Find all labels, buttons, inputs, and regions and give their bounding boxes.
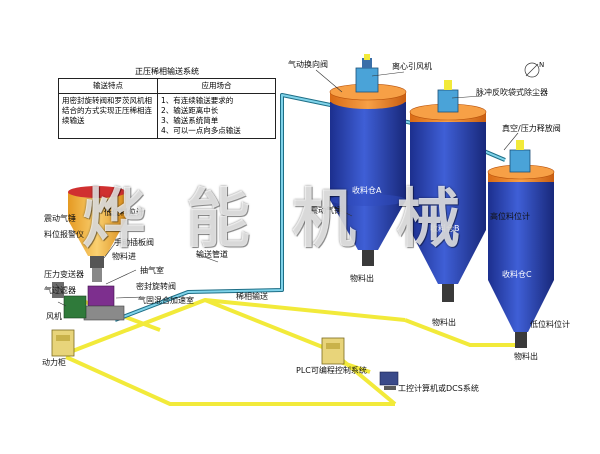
label-centrifugal-fan: 离心引风机	[392, 62, 432, 71]
silo-a	[329, 54, 407, 266]
silo-b	[409, 80, 487, 302]
feed-hopper	[52, 186, 126, 321]
label-level-gauge-low: 低位料位计	[104, 208, 144, 217]
label-compass: N	[539, 61, 545, 69]
compass-icon	[524, 62, 540, 78]
label-material-out-c: 物料出	[514, 352, 538, 361]
label-vibrating-hammer-left: 震动气锤	[44, 214, 76, 223]
label-plc: PLC可编程控制系统	[296, 366, 367, 375]
label-silo-a: 收料仓A	[352, 186, 382, 195]
label-mixing-chamber: 气固混合加速室	[138, 296, 194, 305]
label-hopper-small: 料位报警仪	[44, 230, 84, 239]
label-hand-gate-valve: 手动插板阀	[114, 238, 154, 247]
label-dilute-conveying: 稀相输送	[236, 292, 268, 301]
feature-cell: 用密封旋转阀和罗茨风机相结合的方式实现正压稀相连续输送	[58, 93, 158, 139]
label-silo-c: 收料仓C	[502, 270, 532, 279]
label-computer: 工控计算机或DCS系统	[398, 384, 479, 393]
header-feature: 输送特点	[58, 78, 158, 94]
label-level-gauge-high: 高位料位计	[490, 212, 530, 221]
label-rotary-valve: 密封旋转阀	[136, 282, 176, 291]
label-air-filter: 气过滤器	[44, 286, 76, 295]
application-item: 2、输送距离中长	[161, 106, 219, 115]
leader-lines	[55, 69, 519, 307]
plc-cabinet	[321, 337, 345, 365]
label-vibrating-hammer: 震动气锤	[310, 206, 342, 215]
label-vacuum-relief-valve: 真空/压力释放阀	[502, 124, 561, 133]
watermark-char: 烨	[82, 183, 146, 257]
watermark-char: 机	[292, 183, 356, 257]
silo-c	[487, 140, 555, 348]
application-item: 4、可以一点向多点输送	[161, 126, 241, 135]
watermark-char: 械	[396, 183, 460, 257]
label-material-out-a: 物料出	[350, 274, 374, 283]
table-title: 正压稀相输送系统	[135, 67, 199, 76]
label-silo-b: 收料仓B	[430, 224, 460, 233]
header-application: 应用场合	[157, 78, 276, 94]
label-blower: 风机	[46, 312, 62, 321]
label-pressure-transmitter: 压力变送器	[44, 270, 84, 279]
label-level-gauge-low-c: 低位料位计	[530, 320, 570, 329]
computer-terminal	[379, 371, 399, 390]
application-cell: 1、有连续输送要求的 2、输送距离中长 3、输送系统简单 4、可以一点向多点输送	[157, 93, 276, 139]
info-table: 正压稀相输送系统 输送特点 应用场合 用密封旋转阀和罗茨风机相结合的方式实现正压…	[58, 66, 276, 139]
application-item: 1、有连续输送要求的	[161, 96, 234, 105]
application-item: 3、输送系统简单	[161, 116, 219, 125]
label-material-in: 物料进	[112, 252, 136, 261]
label-pulse-dust-collector: 脉冲反吹袋式除尘器	[476, 88, 548, 97]
label-air-chamber: 抽气室	[140, 266, 164, 275]
watermark-char: 能	[186, 183, 250, 257]
label-conveying-pipe: 输送管道	[196, 250, 228, 259]
label-material-out-b: 物料出	[432, 318, 456, 327]
label-power-cabinet: 动力柜	[42, 358, 66, 367]
label-diverter-valve: 气动换向阀	[288, 60, 328, 69]
info-grid: 输送特点 应用场合 用密封旋转阀和罗茨风机相结合的方式实现正压稀相连续输送 1、…	[58, 78, 276, 139]
power-cabinet	[51, 329, 75, 357]
